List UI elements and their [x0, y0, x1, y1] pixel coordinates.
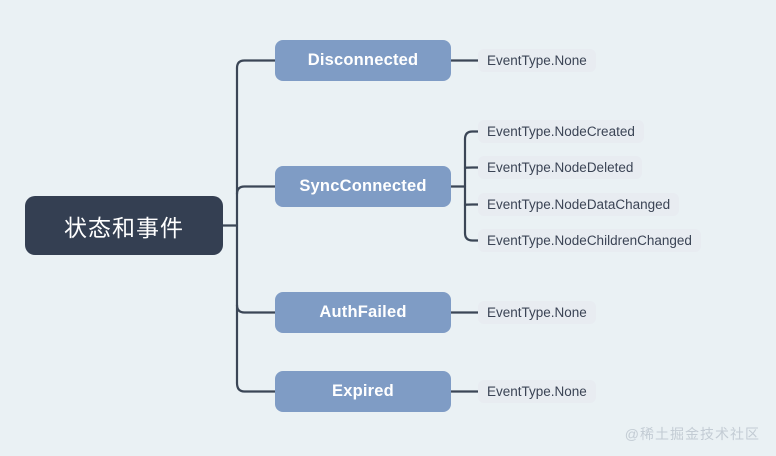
- leaf-node-disconnected-none[interactable]: EventType.None: [478, 49, 596, 72]
- leaf-node-label: EventType.NodeCreated: [487, 124, 635, 139]
- branch-node-label: Disconnected: [307, 51, 419, 69]
- leaf-node-label: EventType.NodeChildrenChanged: [487, 233, 692, 248]
- leaf-node-expired-none[interactable]: EventType.None: [478, 380, 596, 403]
- leaf-link-sync-1: [463, 130, 480, 141]
- leaf-node-label: EventType.None: [487, 53, 587, 68]
- root-node[interactable]: 状态和事件: [25, 196, 223, 255]
- leaf-node-node-data-changed[interactable]: EventType.NodeDataChanged: [478, 193, 680, 216]
- branch-node-label: SyncConnected: [299, 177, 427, 195]
- leaf-node-label: EventType.None: [487, 305, 587, 320]
- branch-node-disconnected[interactable]: Disconnected: [275, 40, 451, 81]
- branch-node-label: AuthFailed: [319, 303, 407, 321]
- leaf-node-label: EventType.NodeDeleted: [487, 160, 634, 175]
- branch-node-label: Expired: [332, 382, 394, 400]
- leaf-link-sync-4: [463, 231, 480, 242]
- branch-link-disconnected: [235, 59, 277, 70]
- leaf-node-authfailed-none[interactable]: EventType.None: [478, 301, 596, 324]
- branch-node-syncconnected[interactable]: SyncConnected: [275, 166, 451, 207]
- leaf-link-sync-3: [463, 203, 480, 207]
- root-node-label: 状态和事件: [64, 214, 184, 241]
- leaf-link-sync-2: [463, 166, 480, 170]
- branch-node-authfailed[interactable]: AuthFailed: [275, 292, 451, 333]
- leaf-node-label: EventType.NodeDataChanged: [487, 197, 671, 212]
- leaf-node-label: EventType.None: [487, 384, 587, 399]
- watermark: @稀土掘金技术社区: [624, 426, 760, 442]
- leaf-node-node-children-changed[interactable]: EventType.NodeChildrenChanged: [478, 229, 701, 252]
- leaf-node-node-created[interactable]: EventType.NodeCreated: [478, 120, 644, 143]
- branch-link-authfailed: [235, 303, 277, 314]
- branch-node-expired[interactable]: Expired: [275, 371, 451, 412]
- leaf-node-node-deleted[interactable]: EventType.NodeDeleted: [478, 156, 643, 179]
- branch-link-syncconnected: [235, 185, 277, 196]
- branch-link-expired: [235, 381, 277, 393]
